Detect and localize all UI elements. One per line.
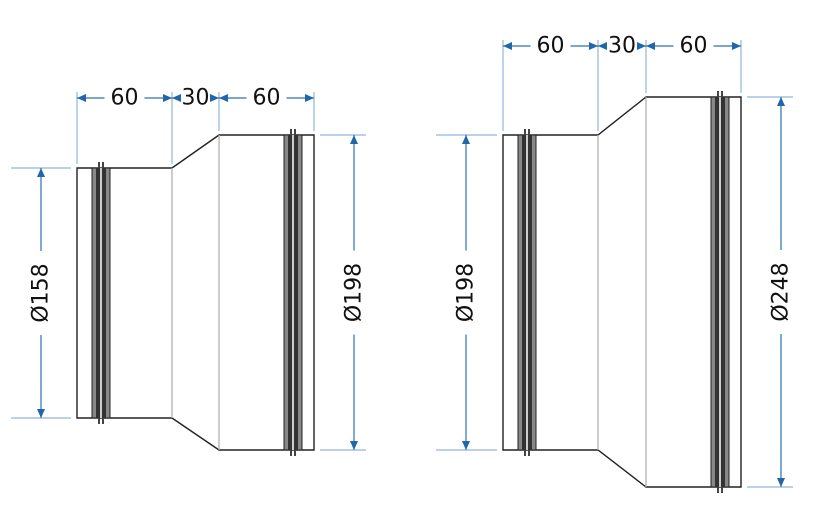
seal-lip bbox=[102, 162, 104, 168]
seal-lip bbox=[102, 418, 104, 424]
diameter-label: Ø248 bbox=[769, 262, 794, 321]
seal-highlight bbox=[100, 168, 102, 418]
seal-highlight bbox=[526, 135, 528, 450]
arrowhead bbox=[777, 478, 785, 487]
arrowhead bbox=[646, 42, 655, 50]
arrowhead bbox=[77, 94, 86, 102]
seal-lip bbox=[717, 91, 719, 97]
seal-groove bbox=[96, 168, 100, 418]
seal-lip bbox=[524, 129, 526, 135]
length-label: 60 bbox=[537, 34, 565, 59]
arrowhead bbox=[598, 42, 607, 50]
length-label: 60 bbox=[111, 86, 139, 111]
arrowhead bbox=[219, 94, 228, 102]
gasket-seal bbox=[517, 129, 537, 456]
arrowhead bbox=[172, 94, 181, 102]
seal-lip bbox=[717, 487, 719, 493]
seal-groove bbox=[528, 135, 532, 450]
arrowhead bbox=[37, 168, 45, 177]
arrowhead bbox=[732, 42, 741, 50]
seal-lip bbox=[98, 162, 100, 168]
arrowhead bbox=[637, 42, 646, 50]
seal-groove bbox=[522, 135, 526, 450]
diameter-label: Ø198 bbox=[454, 263, 479, 322]
arrowhead bbox=[777, 97, 785, 106]
seal-groove bbox=[288, 135, 292, 450]
length-label: 30 bbox=[182, 86, 210, 111]
seal-lip bbox=[290, 450, 292, 456]
seal-lip bbox=[528, 129, 530, 135]
arrowhead bbox=[163, 94, 172, 102]
gasket-seal bbox=[91, 162, 111, 424]
arrowhead bbox=[350, 135, 358, 144]
arrowhead bbox=[462, 135, 470, 144]
seal-lip bbox=[528, 450, 530, 456]
seal-lip bbox=[98, 418, 100, 424]
arrowhead bbox=[37, 409, 45, 418]
seal-lip bbox=[524, 450, 526, 456]
arrowhead bbox=[462, 441, 470, 450]
seal-lip bbox=[294, 450, 296, 456]
arrowhead bbox=[350, 441, 358, 450]
seal-groove bbox=[102, 168, 106, 418]
length-label: 30 bbox=[608, 34, 636, 59]
diameter-label: Ø198 bbox=[342, 263, 367, 322]
seal-lip bbox=[721, 487, 723, 493]
arrowhead bbox=[210, 94, 219, 102]
seal-lip bbox=[294, 129, 296, 135]
gasket-seal bbox=[710, 91, 730, 493]
seal-highlight bbox=[292, 135, 294, 450]
diameter-label: Ø158 bbox=[29, 263, 54, 322]
reducer-outline bbox=[502, 96, 742, 488]
seal-lip bbox=[721, 91, 723, 97]
seal-highlight bbox=[719, 97, 721, 487]
seal-lip bbox=[290, 129, 292, 135]
gasket-seal bbox=[283, 129, 303, 456]
reducer-outline bbox=[76, 134, 315, 451]
arrowhead bbox=[589, 42, 598, 50]
seal-groove bbox=[715, 97, 719, 487]
arrowhead bbox=[305, 94, 314, 102]
seal-groove bbox=[721, 97, 725, 487]
arrowhead bbox=[503, 42, 512, 50]
length-label: 60 bbox=[680, 34, 708, 59]
length-label: 60 bbox=[253, 86, 281, 111]
seal-groove bbox=[294, 135, 298, 450]
